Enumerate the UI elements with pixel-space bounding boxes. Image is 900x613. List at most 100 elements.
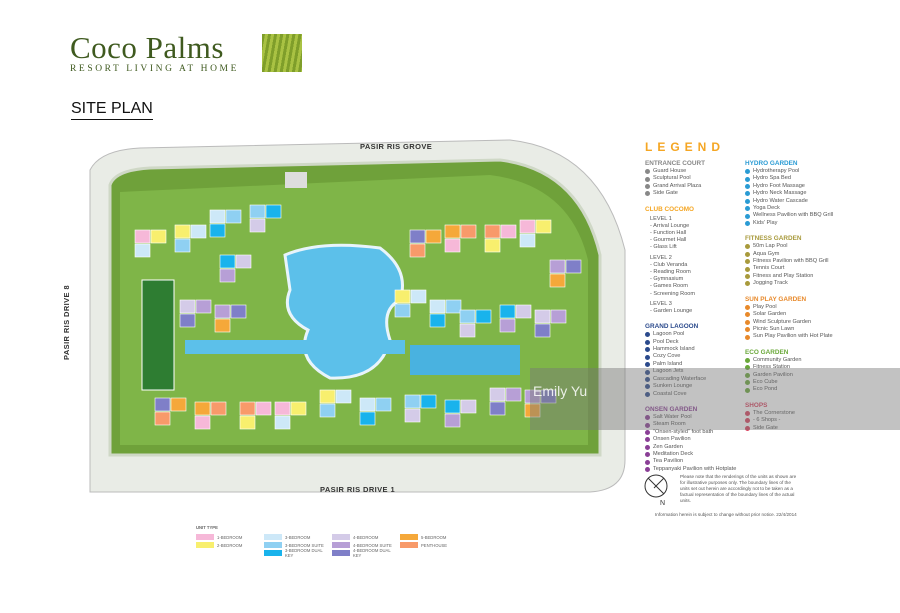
legend-item: Hydro Foot Massage: [745, 183, 845, 190]
legend-item: Hydrotherapy Pool: [745, 168, 845, 175]
residential-block: [249, 218, 266, 233]
residential-block: [170, 397, 187, 412]
legend-marker-icon: [745, 372, 750, 378]
legend-item-label: Community Garden: [753, 356, 802, 363]
residential-block: [214, 304, 231, 319]
legend-item-label: Steam Room: [653, 421, 686, 428]
legend-marker-icon: [645, 347, 650, 353]
legend-marker-icon: [745, 198, 750, 204]
legend-item: 50m Lap Pool: [745, 243, 845, 250]
legend-item: Hydro Neck Massage: [745, 190, 845, 197]
residential-block: [500, 224, 517, 239]
residential-block: [444, 399, 461, 414]
legend-item-label: Sunken Lounge: [653, 383, 693, 390]
residential-block: [549, 259, 566, 274]
north-compass-icon: N: [644, 474, 668, 507]
residential-block: [460, 224, 477, 239]
legend-section-title: ENTRANCE COURT: [645, 160, 705, 167]
unit-type-label: 2-BEDROOM: [217, 542, 243, 548]
residential-block: [394, 289, 411, 304]
residential-block: [239, 415, 256, 430]
legend-item: Palm Island: [645, 361, 745, 368]
legend-item-label: Hydro Spa Bed: [753, 175, 791, 182]
legend-item-label: Fitness and Play Station: [753, 272, 814, 279]
legend-marker-icon: [645, 437, 650, 443]
legend-title: LEGEND: [645, 140, 726, 154]
residential-block: [134, 243, 151, 258]
legend-item: Play Pool: [745, 304, 845, 311]
legend-item-label: Picnic Sun Lawn: [753, 325, 795, 332]
legend-marker-icon: [645, 369, 650, 375]
residential-block: [565, 259, 582, 274]
legend-subitem: - Glass Lift: [650, 244, 677, 251]
residential-block: [174, 238, 191, 253]
legend-item-label: Grand Arrival Plaza: [653, 182, 702, 189]
legend-marker-icon: [745, 191, 750, 197]
legend-item-label: Solar Garden: [753, 311, 787, 318]
residential-block: [150, 229, 167, 244]
unit-swatch: [332, 534, 350, 540]
residential-block: [489, 401, 506, 416]
legend-section-title: ECO GARDEN: [745, 348, 789, 356]
legend-marker-icon: [745, 327, 750, 333]
palm-leaf-logo-icon: [262, 34, 302, 72]
disclaimer-note: Please note that the renderings of the u…: [680, 474, 797, 503]
legend-item: Wellness Pavilion with BBQ Grill: [745, 212, 845, 219]
residential-block: [255, 401, 272, 416]
legend-item: Sculptural Pool: [645, 175, 745, 182]
residential-block: [459, 323, 476, 338]
unit-type-item: 1-BEDROOM: [196, 533, 264, 541]
legend-section-title: SHOPS: [745, 401, 768, 409]
residential-block: [519, 233, 536, 248]
residential-block: [290, 401, 307, 416]
legend-marker-icon: [645, 459, 650, 465]
hydro-garden-pool: [410, 345, 520, 375]
legend-item: Community Garden: [745, 357, 845, 364]
residential-block: [375, 397, 392, 412]
road-label-south: PASIR RIS DRIVE 1: [320, 485, 396, 494]
legend-item: Zen Garden: [645, 444, 745, 451]
legend-item-label: The Cornerstone: [753, 409, 795, 416]
legend-subitem: - Reading Room: [650, 269, 691, 276]
unit-type-label: 1-BEDROOM: [217, 534, 243, 540]
residential-block: [359, 397, 376, 412]
residential-block: [154, 397, 171, 412]
unit-type-item: 3-BEDROOM: [264, 533, 332, 541]
residential-block: [534, 309, 551, 324]
unit-type-item: 4-BEDROOM DUAL KEY: [332, 548, 400, 558]
residential-block: [249, 204, 266, 219]
legend-marker-icon: [745, 334, 750, 340]
legend-item-label: Eco Pond: [753, 386, 778, 393]
legend-item-label: Hydro Neck Massage: [753, 190, 807, 197]
legend-marker-icon: [745, 251, 750, 257]
legend-marker-icon: [745, 365, 750, 371]
legend-marker-icon: [645, 169, 650, 175]
residential-block: [134, 229, 151, 244]
compass-label: N: [660, 500, 665, 507]
unit-swatch: [264, 534, 282, 540]
guard-house: [285, 172, 307, 188]
legend-section-title: FITNESS GARDEN: [745, 235, 802, 243]
residential-block: [549, 273, 566, 288]
legend-marker-icon: [745, 410, 750, 416]
legend-item-label: Jogging Track: [753, 280, 788, 287]
lap-pool: [185, 340, 405, 354]
residential-block: [524, 389, 541, 404]
legend-marker-icon: [745, 380, 750, 386]
residential-block: [209, 209, 226, 224]
unit-swatch: [400, 542, 418, 548]
residential-block: [550, 309, 567, 324]
residential-block: [409, 243, 426, 258]
legend-level-label: LEVEL 3: [650, 300, 672, 307]
legend-item: Tennis Court: [745, 265, 845, 272]
brand-logo: Coco Palms RESORT LIVING AT HOME: [70, 30, 239, 74]
unit-type-label: 3-BEDROOM SUITE: [285, 542, 324, 548]
residential-block: [219, 268, 236, 283]
legend-section-title: CLUB COCOMO: [645, 205, 694, 213]
legend-item: Fitness Pavilion with BBQ Grill: [745, 258, 845, 265]
legend-item: Kids' Play: [745, 220, 845, 227]
